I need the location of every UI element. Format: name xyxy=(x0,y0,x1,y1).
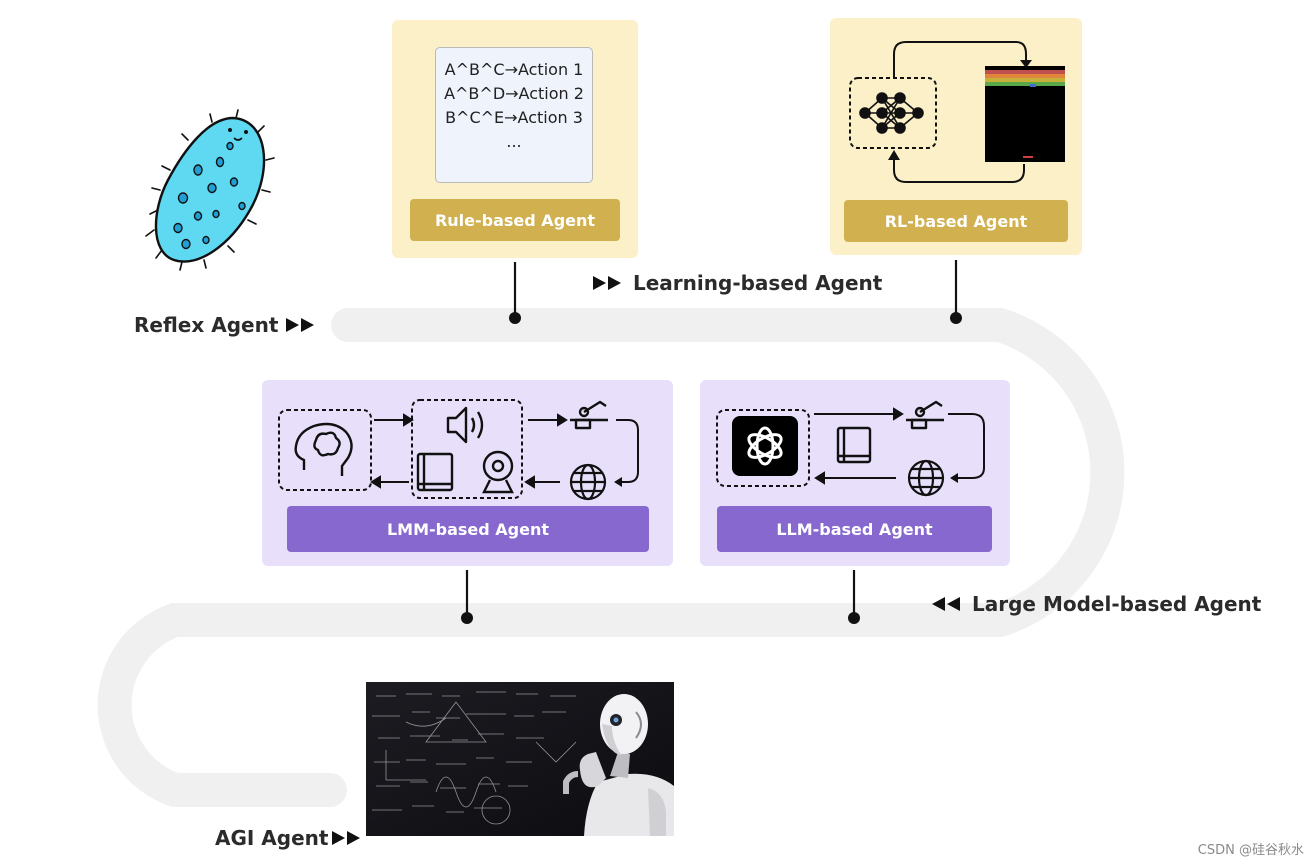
rule-ellipsis: ... xyxy=(506,132,522,151)
lmm-based-agent-label: LMM-based Agent xyxy=(287,506,649,552)
robot-arm-icon xyxy=(570,400,608,430)
watermark-text: CSDN @硅谷秋水 xyxy=(1197,843,1304,858)
rule-based-agent-label: Rule-based Agent xyxy=(410,199,620,241)
lmm-based-agent-card: LMM-based Agent xyxy=(262,380,673,566)
openai-logo-icon xyxy=(732,416,798,476)
llm-based-agent-label: LLM-based Agent xyxy=(717,506,992,552)
rule-3: B^C^E→Action 3 xyxy=(445,108,583,127)
book-icon xyxy=(836,426,872,464)
webcam-icon xyxy=(482,450,514,494)
book-icon xyxy=(416,452,454,492)
robot-arm-icon xyxy=(906,400,944,430)
rule-list-box: A^B^C→Action 1 A^B^D→Action 2 B^C^E→Acti… xyxy=(435,47,593,183)
rl-loop-diagram xyxy=(849,41,1065,183)
large-model-based-agent-label: Large Model-based Agent xyxy=(972,592,1262,616)
reflex-agent-label: Reflex Agent xyxy=(134,313,279,337)
agi-agent-label: AGI Agent xyxy=(215,826,329,850)
llm-based-agent-card: LLM-based Agent xyxy=(700,380,1010,566)
speaker-icon xyxy=(446,406,484,444)
agi-agent-stage: AGI Agent xyxy=(215,826,364,850)
globe-icon xyxy=(907,459,945,497)
rl-based-agent-card: RL-based Agent xyxy=(830,18,1082,255)
large-model-based-agent-stage: Large Model-based Agent xyxy=(932,592,1261,616)
learning-based-agent-stage: Learning-based Agent xyxy=(593,271,882,295)
brain-head-icon xyxy=(294,422,353,476)
learning-based-agent-label: Learning-based Agent xyxy=(633,271,883,295)
fast-forward-icon xyxy=(286,318,315,332)
rule-based-agent-card: A^B^C→Action 1 A^B^D→Action 2 B^C^E→Acti… xyxy=(392,20,638,258)
fast-forward-icon xyxy=(332,831,361,845)
llm-pipeline-diagram xyxy=(716,400,985,497)
rule-2: A^B^D→Action 2 xyxy=(444,84,584,103)
rl-based-agent-label: RL-based Agent xyxy=(844,200,1068,242)
reflex-agent-stage: Reflex Agent xyxy=(134,313,318,337)
rewind-icon xyxy=(932,597,960,611)
neural-network-icon xyxy=(859,92,924,134)
fast-forward-icon xyxy=(593,276,621,290)
lmm-pipeline-diagram xyxy=(278,399,639,501)
paramecium-illustration xyxy=(145,109,275,271)
globe-icon xyxy=(569,463,607,501)
humanoid-robot-figure xyxy=(563,694,674,836)
rule-1: A^B^C→Action 1 xyxy=(444,60,584,79)
agi-robot-chalkboard-image xyxy=(366,682,674,858)
